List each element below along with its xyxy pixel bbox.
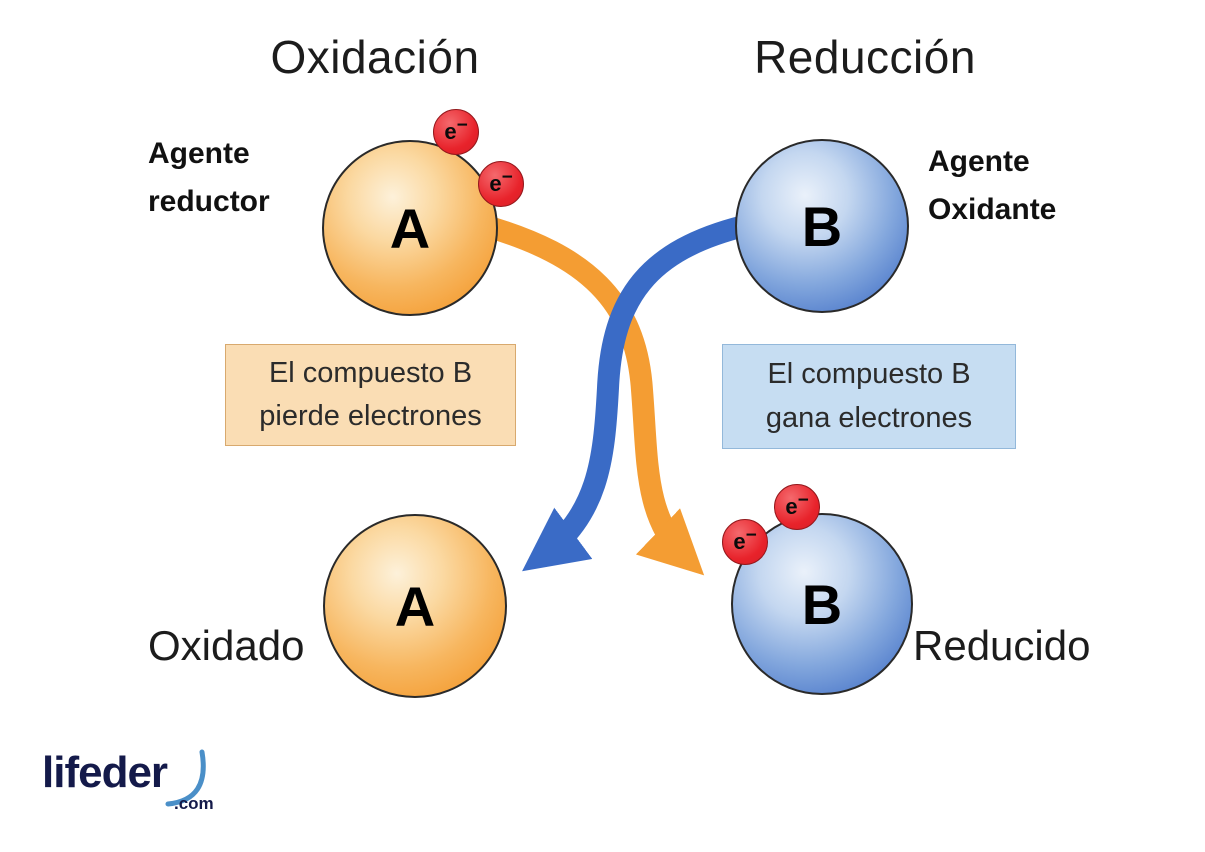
lifeder-logo: lifeder .com [42,748,262,828]
electron-minus: − [745,524,757,546]
electron-symbol: e [785,494,798,519]
reduction-arrow [522,215,747,572]
compound-b-oxidant-sphere: B [735,139,909,313]
electron-symbol: e [489,171,502,196]
electron-minus: − [797,489,809,511]
electron-minus: − [456,114,468,136]
logo-suffix: .com [174,794,214,813]
logo-text: lifeder [42,748,168,797]
logo-swoosh-icon [165,749,206,807]
electron-minus: − [501,166,513,188]
compound-a-label: A [389,196,431,260]
compound-a-oxidized-sphere: A [323,514,507,698]
compound-a-reductor-sphere: A [322,140,498,316]
oxidized-result-label: Oxidado [148,622,305,669]
oxidizing-agent-label: Agente Oxidante [928,145,1057,226]
reduction-note-box: El compuesto B gana electrones [722,344,1016,449]
electron-icon: e− [433,109,479,155]
oxidation-note-box: El compuesto B pierde electrones [225,344,516,446]
electron-icon: e− [478,161,524,207]
compound-b-label: B [801,572,843,636]
electron-symbol: e [444,119,457,144]
reduction-title: Reducción [754,31,976,83]
compound-a-label: A [394,574,436,638]
reduced-result-label: Reducido [913,622,1091,669]
oxidation-title: Oxidación [270,31,480,83]
reducing-agent-label: Agente reductor [148,137,270,218]
electron-icon: e− [774,484,820,530]
electron-symbol: e [733,529,746,554]
compound-b-label: B [801,194,843,258]
electron-icon: e− [722,519,768,565]
oxidation-arrow [482,215,705,576]
